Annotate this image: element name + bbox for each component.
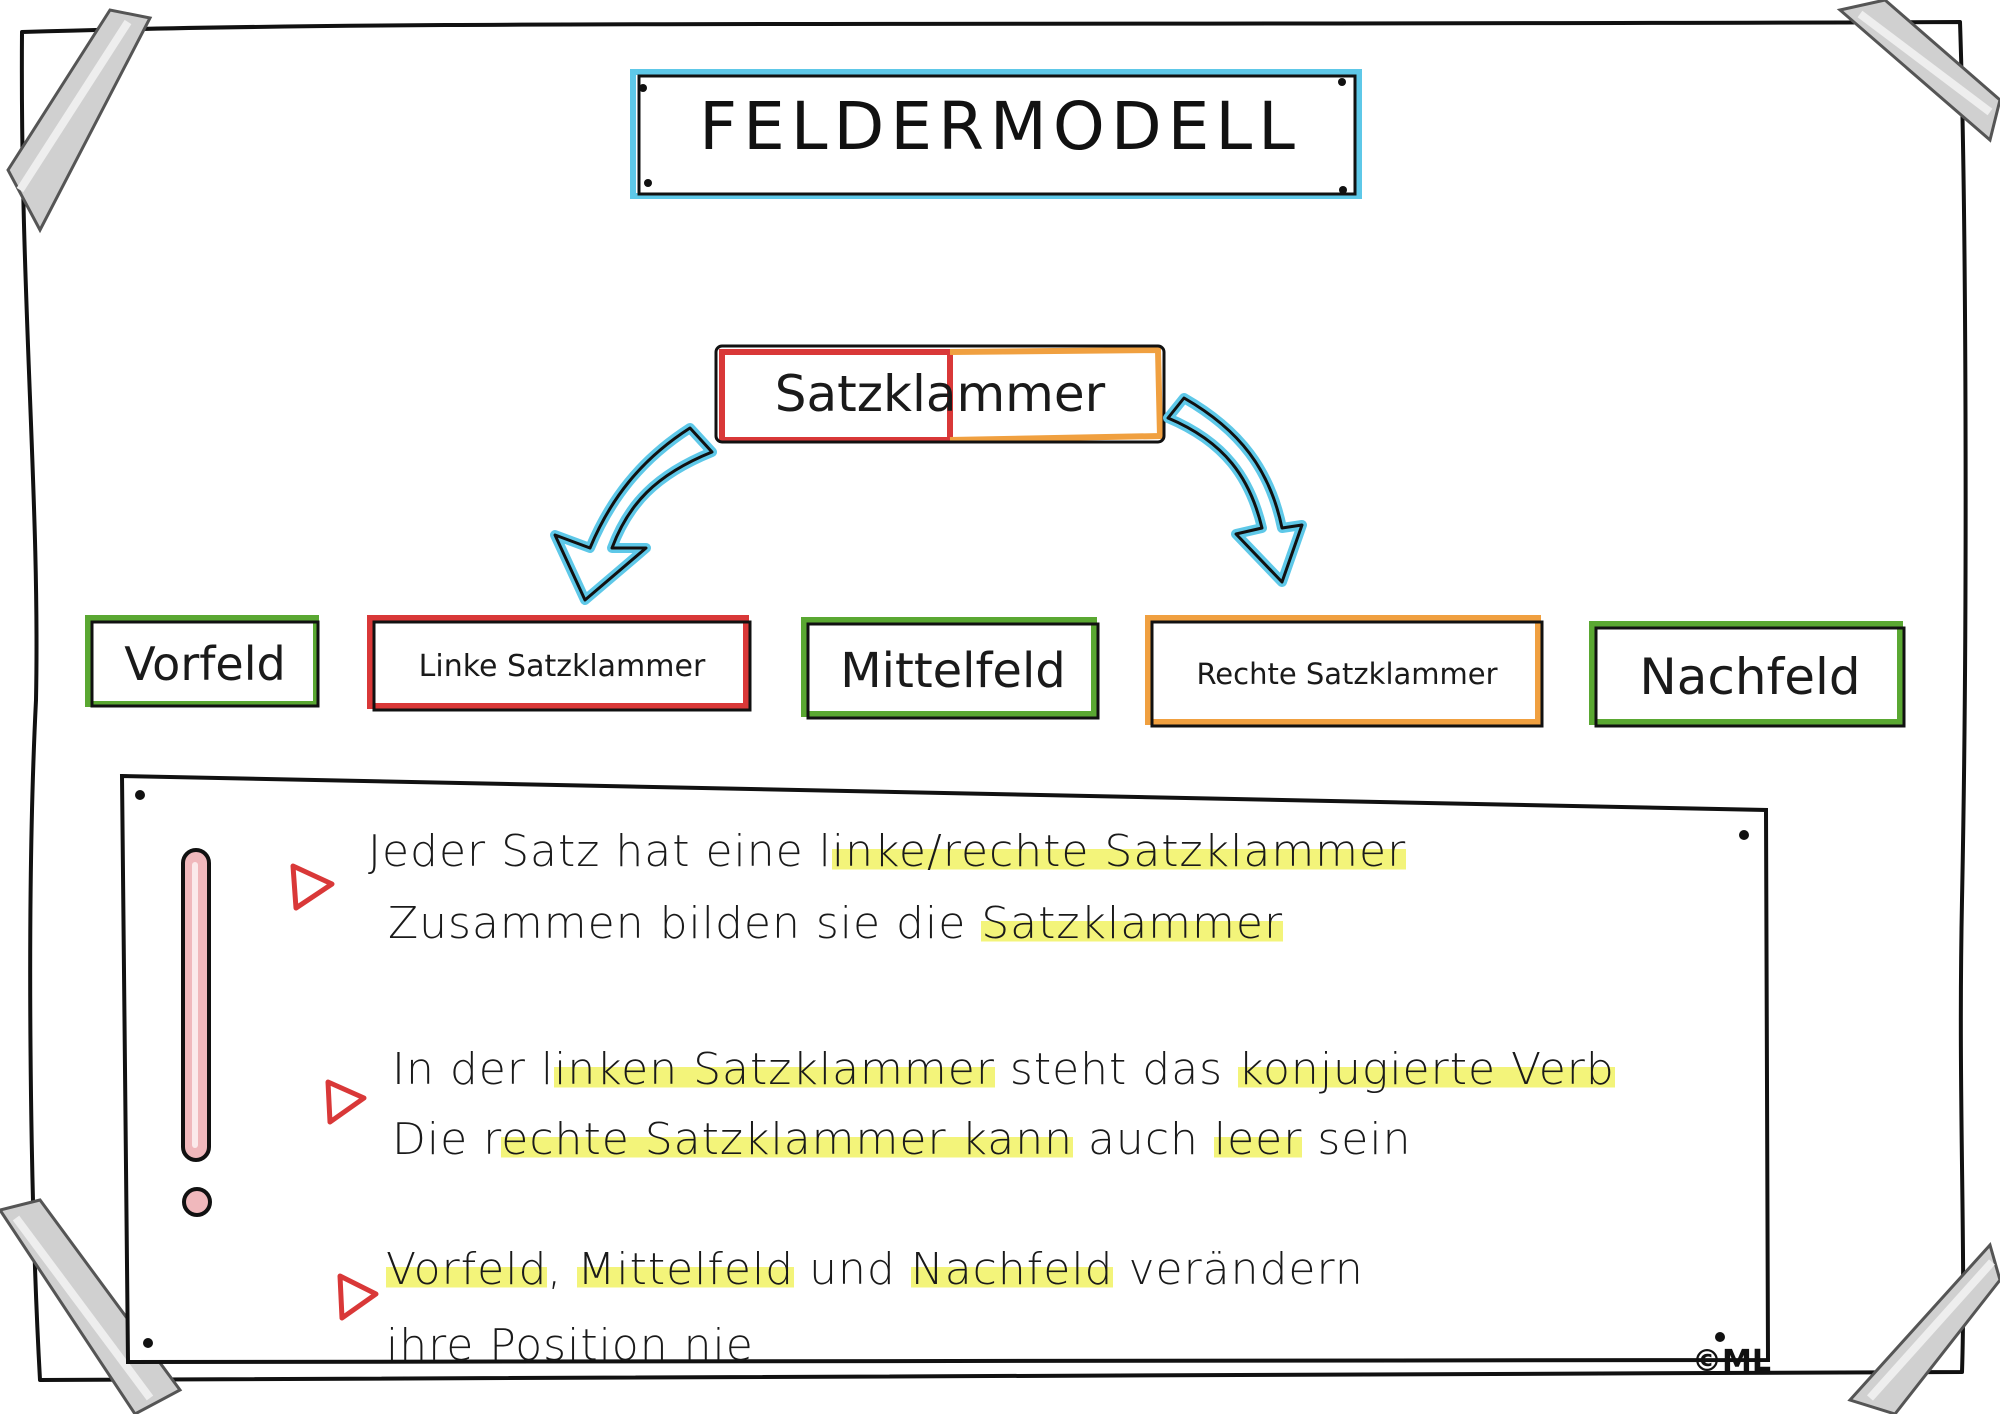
note-1-line-2: Zusammen bilden sie die Satzklammer [388, 898, 1284, 949]
note-1-line-1: Jeder Satz hat eine linke/rechte Satzkla… [368, 826, 1407, 877]
field-label-mittelfeld: Mittelfeld [840, 643, 1066, 699]
arrow-right-icon [1163, 393, 1307, 587]
triangle-bullet-icon [290, 863, 335, 911]
copyright-mark: ©ML [1692, 1344, 1771, 1379]
title-box [630, 69, 1362, 199]
field-box-mittelfeld [801, 617, 1100, 720]
triangle-bullet-icon [325, 1079, 367, 1125]
exclamation-icon [181, 848, 212, 1217]
note-2-line-1: In der linken Satzklammer steht das konj… [392, 1044, 1615, 1095]
field-label-linke: Linke Satzklammer [418, 648, 706, 684]
tape-top-left [6, 8, 153, 234]
tape-bottom-right [1847, 1241, 2000, 1414]
field-box-nachfeld [1589, 621, 1906, 728]
note-3-line-2: ihre Position nie [386, 1320, 754, 1371]
arrow-left-icon [550, 423, 717, 605]
field-box-vorfeld [85, 615, 320, 708]
field-box-linke [367, 615, 752, 712]
field-label-rechte: Rechte Satzklammer [1196, 657, 1498, 691]
note-2-line-2: Die rechte Satzklammer kann auch leer se… [392, 1114, 1412, 1165]
field-label-vorfeld: Vorfeld [124, 637, 286, 691]
note-3-line-1: Vorfeld, Mittelfeld und Nachfeld verände… [386, 1244, 1364, 1295]
satzklammer-box [714, 344, 1166, 444]
triangle-bullet-icon [337, 1273, 379, 1321]
sheet-border [19, 20, 1968, 1382]
field-box-rechte [1145, 615, 1544, 728]
field-label-nachfeld: Nachfeld [1639, 648, 1861, 706]
satzklammer-label: Satzklammer [774, 365, 1106, 423]
tape-top-right [1836, 0, 2000, 143]
page-title: FELDERMODELL [699, 88, 1301, 165]
